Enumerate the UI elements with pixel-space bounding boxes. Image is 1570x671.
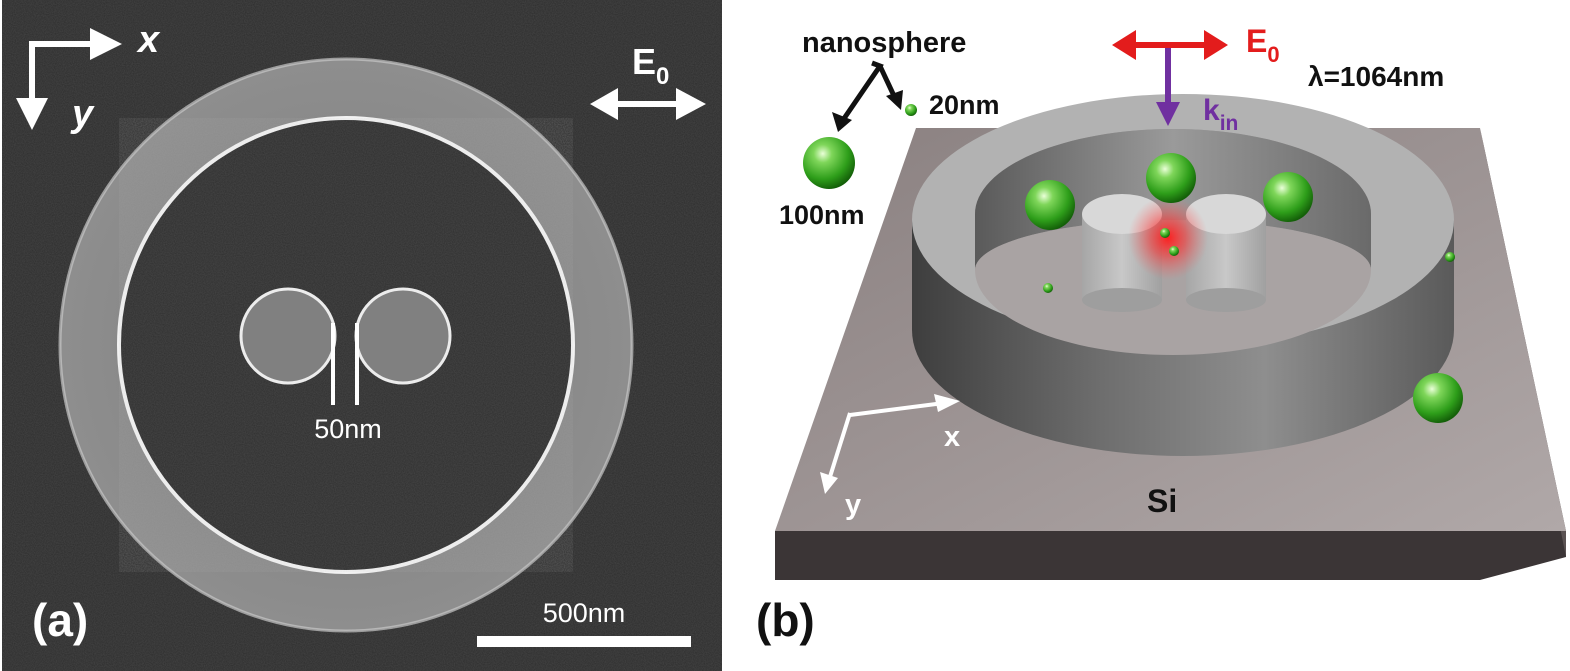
axis-x-label-b: x [944, 421, 960, 453]
field-indicator-b: E0 [1112, 23, 1280, 67]
nanosphere-large [1025, 180, 1075, 230]
gap-label: 50nm [314, 414, 382, 444]
sem-ring [58, 57, 634, 633]
nanosphere-small [1160, 228, 1170, 238]
svg-text:E0: E0 [632, 41, 669, 90]
nanosphere-small [1445, 252, 1455, 262]
field-subscript: 0 [656, 63, 669, 90]
panel-label-b: (b) [756, 594, 815, 646]
legend-pointer [840, 60, 884, 122]
field-subscript-b: 0 [1267, 42, 1279, 67]
nanosphere-large [1413, 373, 1463, 423]
axis-y-arrow-b [827, 412, 852, 481]
axis-y-label-b: y [845, 489, 861, 521]
nanosphere-legend: nanosphere 20nm 100nm [779, 27, 1000, 230]
field-indicator-a: E0 [590, 41, 706, 120]
axes-b: x y [820, 394, 960, 521]
ring-inner-floor [975, 220, 1371, 355]
axis-x-arrow-b [849, 401, 945, 417]
scalebar-label: 500nm [543, 598, 626, 628]
substrate-front-face [775, 531, 1566, 580]
nanosphere-small [905, 104, 917, 116]
ring-resonator [912, 94, 1454, 456]
panel-a: 50nm x y E0 (a) 500nm [2, 0, 722, 671]
axis-x-label: x [136, 19, 161, 61]
substrate-label: Si [1147, 483, 1177, 519]
svg-text:kin: kin [1203, 94, 1238, 135]
small-size-label: 20nm [929, 90, 1000, 120]
wavevector-indicator: kin [1156, 48, 1238, 135]
k-label: k [1203, 94, 1220, 127]
nanospheres [803, 104, 1463, 423]
sem-nanodisk-left [239, 287, 337, 385]
field-label-b: E [1246, 23, 1267, 59]
sem-nanodisk-right [354, 287, 452, 385]
axes-a: x y [16, 19, 161, 135]
large-size-label: 100nm [779, 200, 865, 230]
panel-label-a: (a) [32, 594, 88, 646]
nanosphere-label: nanosphere [802, 27, 966, 59]
nanosphere-large [803, 137, 855, 189]
wavelength-label: λ=1064nm [1308, 61, 1444, 92]
k-subscript: in [1220, 112, 1239, 135]
scalebar [477, 636, 691, 647]
axis-y-label: y [70, 93, 95, 135]
nanosphere-large [1146, 153, 1196, 203]
nanosphere-large [1263, 172, 1313, 222]
nanosphere-small [1169, 246, 1179, 256]
panel-b: nanosphere 20nm 100nm E0 kin λ=1064nm [756, 23, 1566, 646]
field-hotspot [1128, 196, 1208, 280]
nanosphere-small [1043, 283, 1053, 293]
svg-text:E0: E0 [1246, 23, 1280, 67]
field-label: E [632, 41, 656, 82]
